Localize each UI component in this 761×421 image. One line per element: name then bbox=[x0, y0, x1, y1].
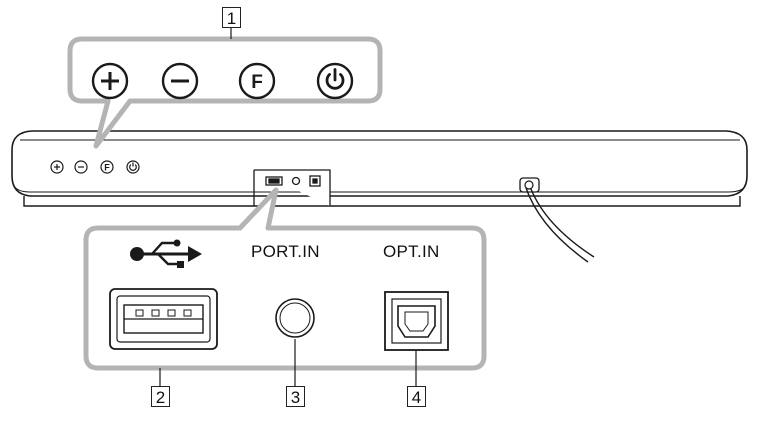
usb-port[interactable] bbox=[110, 289, 217, 349]
port-panel-callout bbox=[86, 190, 484, 386]
callout-1-box: 1 bbox=[222, 7, 241, 28]
opt-in-port[interactable] bbox=[385, 292, 448, 350]
function-button[interactable]: F bbox=[240, 64, 274, 98]
power-button[interactable] bbox=[318, 64, 352, 98]
svg-text:F: F bbox=[104, 163, 110, 173]
callout-1-label: 1 bbox=[227, 9, 236, 28]
mini-function-icon: F bbox=[101, 161, 113, 173]
port-in-label: PORT.IN bbox=[251, 242, 320, 262]
callout-4-label: 4 bbox=[412, 388, 421, 407]
callout-2-label: 2 bbox=[156, 388, 165, 407]
volume-up-button[interactable] bbox=[93, 64, 127, 98]
mini-volume-down-icon bbox=[75, 161, 87, 173]
callout-4-box: 4 bbox=[407, 386, 426, 407]
mini-volume-up-icon bbox=[51, 161, 63, 173]
opt-in-label: OPT.IN bbox=[383, 242, 440, 262]
volume-down-button[interactable] bbox=[163, 64, 197, 98]
function-button-label: F bbox=[251, 72, 263, 93]
mini-power-icon bbox=[127, 161, 139, 173]
callout-2-box: 2 bbox=[151, 386, 170, 407]
port-in-jack[interactable] bbox=[276, 299, 314, 337]
callout-3-label: 3 bbox=[291, 388, 300, 407]
callout-3-box: 3 bbox=[286, 386, 305, 407]
soundbar-body bbox=[12, 131, 747, 206]
